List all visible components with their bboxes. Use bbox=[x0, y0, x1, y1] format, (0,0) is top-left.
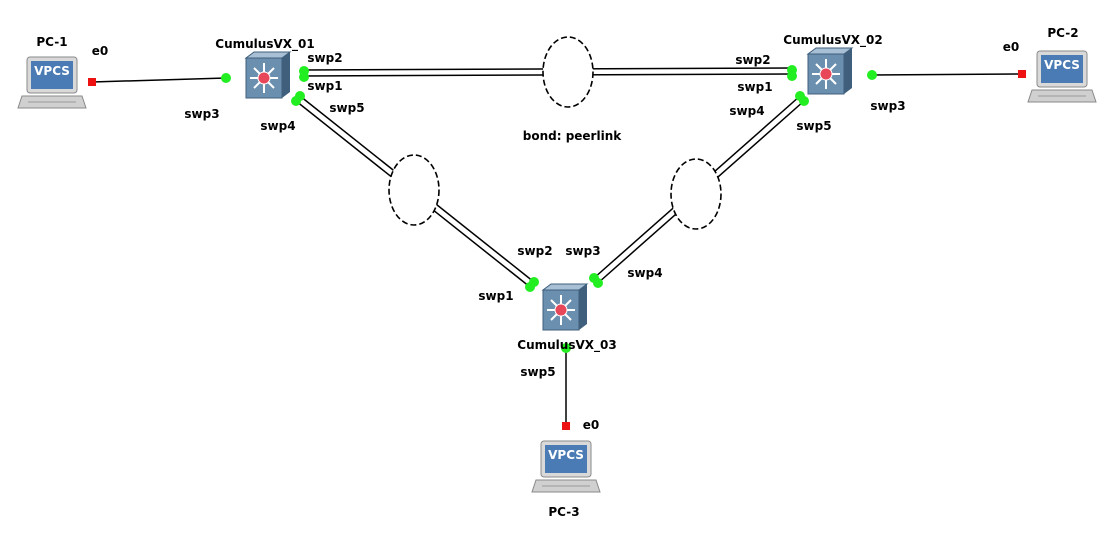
link-pc1-sw1[interactable] bbox=[91, 77, 227, 83]
bond-label-peerlink: bond: peerlink bbox=[523, 129, 622, 143]
port-label-sw1-swp2: swp2 bbox=[307, 51, 342, 65]
port-sw3-swp1[interactable] bbox=[525, 282, 535, 292]
port-sw1-swp1[interactable] bbox=[299, 72, 309, 82]
port-label-sw2-swp2: swp2 bbox=[735, 53, 770, 67]
port-label-sw2-swp4: swp4 bbox=[729, 104, 764, 118]
switch-cumulusvx-02[interactable] bbox=[807, 47, 853, 95]
port-label-sw3-swp2: swp2 bbox=[517, 244, 552, 258]
switch-icon bbox=[542, 283, 588, 331]
pc-3[interactable]: VPCS bbox=[531, 440, 601, 493]
pc-1[interactable]: VPCS bbox=[17, 56, 87, 109]
port-label-sw3-swp3: swp3 bbox=[565, 244, 600, 258]
port-pc1-e0[interactable] bbox=[88, 78, 96, 86]
port-label-pc2-e0: e0 bbox=[1003, 40, 1020, 54]
port-label-sw3-swp5: swp5 bbox=[520, 365, 555, 379]
port-sw3-swp5[interactable] bbox=[561, 343, 571, 353]
links bbox=[91, 67, 1023, 426]
port-label-pc1-e0: e0 bbox=[92, 44, 109, 58]
port-indicators bbox=[88, 65, 1026, 430]
port-label-sw2-swp3: swp3 bbox=[870, 99, 905, 113]
port-sw1-swp3[interactable] bbox=[221, 73, 231, 83]
port-label-sw2-swp1: swp1 bbox=[737, 80, 772, 94]
bond-markers bbox=[388, 36, 722, 230]
vpcs-badge: VPCS bbox=[34, 64, 70, 78]
port-pc3-e0[interactable] bbox=[562, 422, 570, 430]
port-label-sw3-swp1: swp1 bbox=[478, 289, 513, 303]
port-label-pc3-e0: e0 bbox=[583, 418, 600, 432]
vpcs-badge: VPCS bbox=[1044, 58, 1080, 72]
port-label-sw1-swp3: swp3 bbox=[184, 107, 219, 121]
link-sw2-pc2[interactable] bbox=[871, 73, 1023, 76]
switch-icon bbox=[807, 47, 853, 95]
port-pc2-e0[interactable] bbox=[1018, 70, 1026, 78]
port-sw2-swp1[interactable] bbox=[787, 71, 797, 81]
labels: PC-1 PC-2 PC-3 CumulusVX_01 CumulusVX_02… bbox=[36, 26, 1078, 519]
bond-ellipse-sw2-sw3[interactable] bbox=[670, 158, 722, 230]
port-label-sw1-swp5: swp5 bbox=[329, 101, 364, 115]
port-label-sw1-swp4: swp4 bbox=[260, 119, 295, 133]
port-sw3-swp4[interactable] bbox=[593, 278, 603, 288]
port-label-sw3-swp4: swp4 bbox=[627, 266, 662, 280]
node-label-sw2: CumulusVX_02 bbox=[783, 33, 882, 48]
node-label-sw1: CumulusVX_01 bbox=[215, 37, 314, 52]
node-label-pc1: PC-1 bbox=[36, 35, 67, 49]
port-sw2-swp3[interactable] bbox=[867, 70, 877, 80]
switch-icon bbox=[245, 51, 291, 99]
bond-ellipse-peerlink[interactable] bbox=[542, 36, 594, 108]
vpcs-badge: VPCS bbox=[548, 448, 584, 462]
switch-cumulusvx-01[interactable] bbox=[245, 51, 291, 99]
node-label-pc3: PC-3 bbox=[548, 505, 579, 519]
node-label-sw3: CumulusVX_03 bbox=[517, 338, 616, 353]
port-label-sw2-swp5: swp5 bbox=[796, 119, 831, 133]
port-label-sw1-swp1: swp1 bbox=[307, 79, 342, 93]
port-sw2-swp5[interactable] bbox=[799, 96, 809, 106]
node-label-pc2: PC-2 bbox=[1047, 26, 1078, 40]
switch-cumulusvx-03[interactable] bbox=[542, 283, 588, 331]
pc-2[interactable]: VPCS bbox=[1027, 50, 1097, 103]
bond-ellipse-sw1-sw3[interactable] bbox=[388, 154, 440, 226]
port-sw1-swp4[interactable] bbox=[291, 96, 301, 106]
